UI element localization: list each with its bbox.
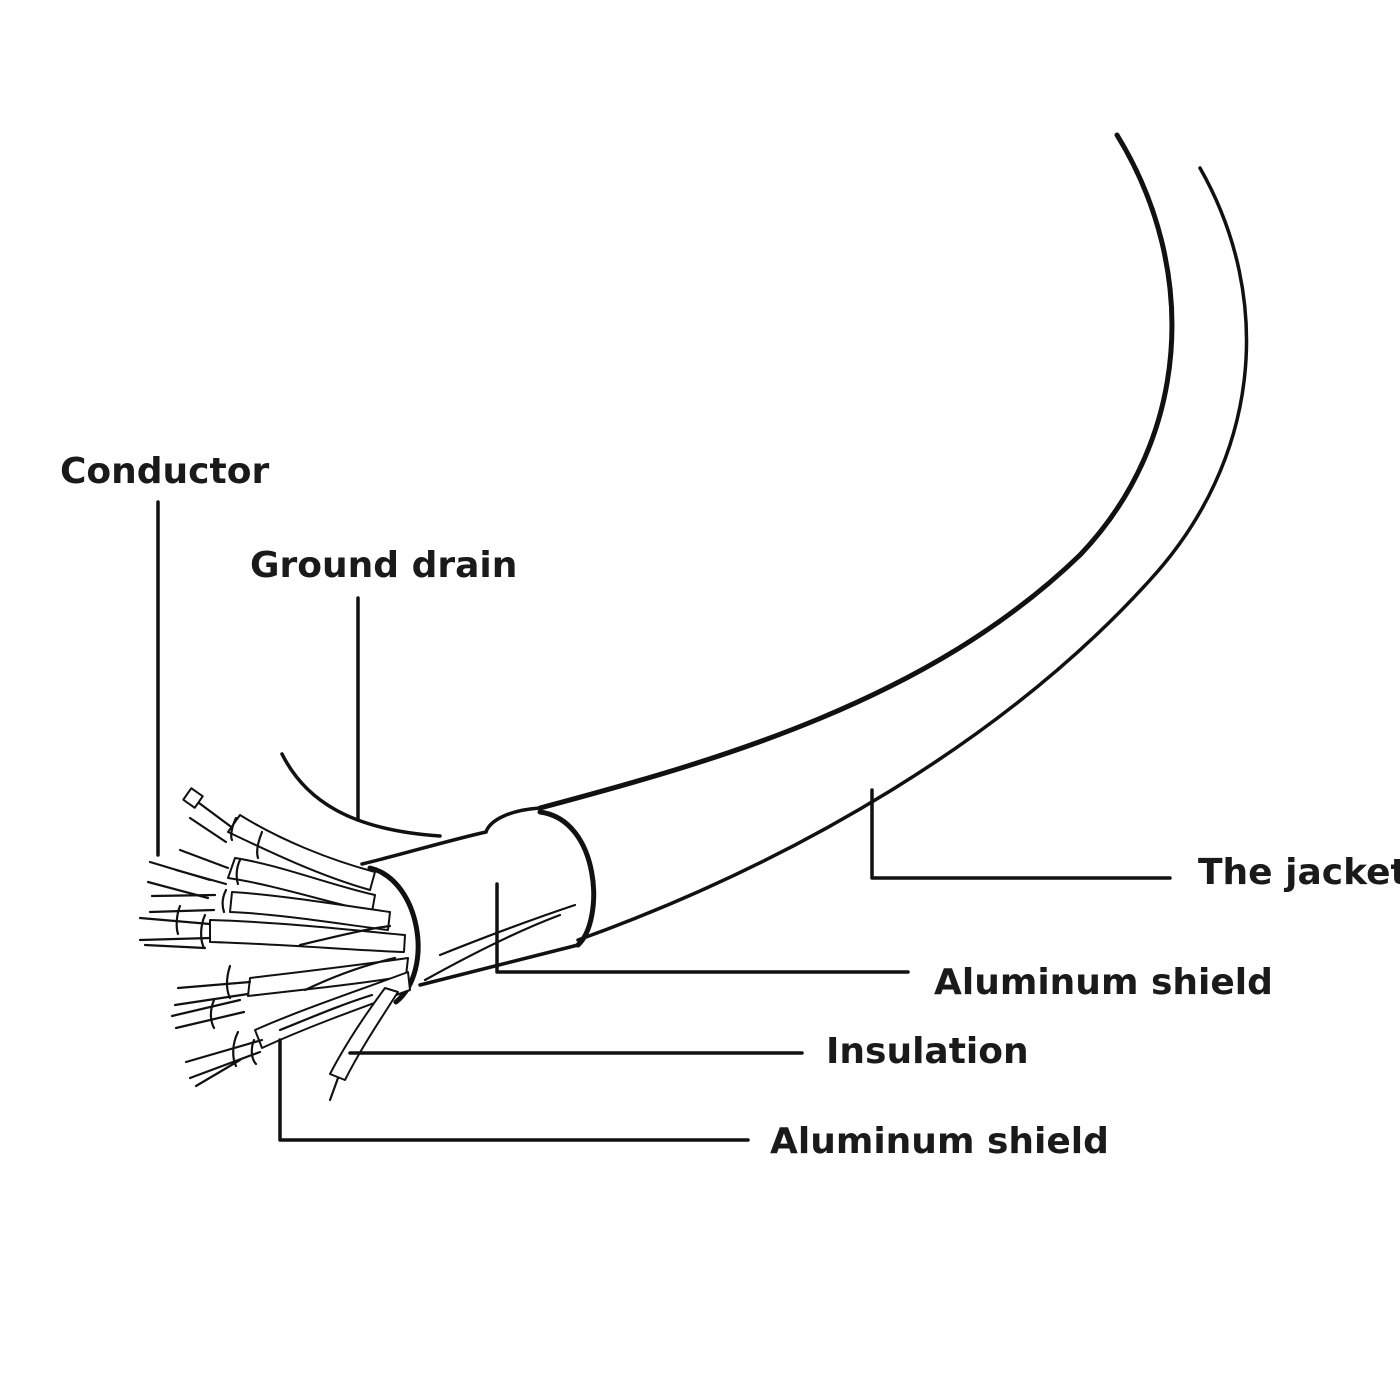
- leader-aluminum-shield-inner: [278, 1038, 750, 1142]
- wire-bundle: [138, 787, 411, 1102]
- labels: Conductor Ground drain The jacket Alumin…: [60, 451, 1400, 1162]
- leader-jacket: [870, 788, 1172, 880]
- label-ground-drain: Ground drain: [250, 545, 517, 586]
- label-aluminum-shield-outer: Aluminum shield: [934, 962, 1273, 1003]
- cable-jacket: [484, 132, 1249, 942]
- label-insulation: Insulation: [826, 1031, 1029, 1072]
- ground-drain-wire: [280, 752, 442, 838]
- label-jacket: The jacket: [1198, 852, 1400, 893]
- label-conductor: Conductor: [60, 451, 269, 492]
- label-aluminum-shield-inner: Aluminum shield: [770, 1121, 1109, 1162]
- leader-lines: [156, 500, 1172, 1142]
- leader-aluminum-shield-outer: [495, 882, 910, 974]
